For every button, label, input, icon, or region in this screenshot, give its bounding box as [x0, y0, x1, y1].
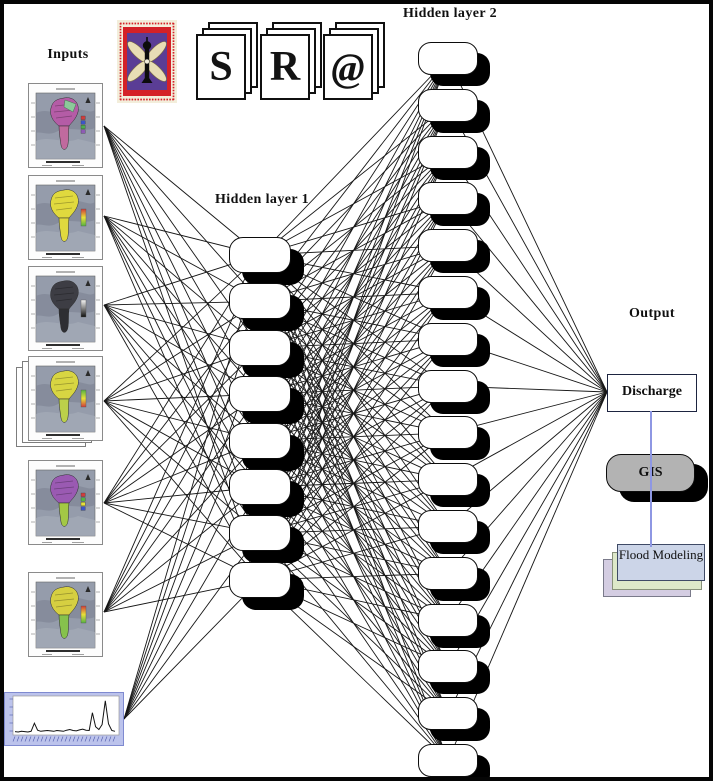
- layer1-node: [229, 561, 291, 598]
- input-map-6: [28, 572, 103, 657]
- layer2-node: [418, 42, 478, 75]
- layer2-node: [418, 229, 478, 263]
- card-letter: @: [331, 44, 365, 90]
- hydrograph-thumbnail: [4, 692, 124, 746]
- layer2-node: [418, 556, 478, 590]
- letter-card-stack: @: [323, 22, 387, 102]
- card-front: S: [196, 34, 246, 100]
- card-letter: S: [209, 44, 233, 90]
- layer2-node: [418, 182, 478, 216]
- layer1-node: [229, 376, 291, 413]
- discharge-box: Discharge: [607, 374, 697, 412]
- input-map-2: [28, 175, 103, 260]
- input-map-thumbnail: [16, 356, 106, 448]
- input-map-1: [28, 83, 103, 168]
- input-map-4: [28, 356, 103, 441]
- output-connector-line: [650, 411, 652, 547]
- layer2-node: [418, 463, 478, 497]
- hidden-layer-2-label: Hidden layer 2: [402, 6, 498, 21]
- inputs-label: Inputs: [47, 47, 89, 62]
- layer1-node: [229, 422, 291, 459]
- university-stamp-icon: [117, 20, 177, 103]
- output-label: Output: [629, 306, 675, 321]
- input-map-5: [28, 460, 103, 545]
- layer1-node: [229, 283, 291, 320]
- card-front: @: [323, 34, 373, 100]
- layer2-node: [418, 416, 478, 450]
- layer2-node: [418, 322, 478, 356]
- layer2-node: [418, 650, 478, 684]
- map-page-front: [28, 356, 103, 446]
- layer2-node: [418, 369, 478, 403]
- input-map-thumbnail: [28, 83, 103, 168]
- layer2-node: [418, 697, 478, 731]
- letter-card-stack: R: [260, 22, 324, 102]
- layer1-node: [229, 469, 291, 505]
- input-map-3: [28, 266, 103, 351]
- card-letter: R: [269, 44, 301, 90]
- layer2-node: [418, 603, 478, 637]
- input-map-thumbnail: [28, 266, 103, 351]
- layer1-node: [229, 237, 291, 273]
- layer2-node: [418, 510, 478, 543]
- layer1-node: [229, 515, 291, 552]
- layer1-node: [229, 329, 291, 366]
- layer2-node: [418, 276, 478, 309]
- layer2-node: [418, 135, 478, 169]
- hidden-layer-1-label: Hidden layer 1: [214, 192, 310, 207]
- flood-modeling-box: Flood Modeling: [617, 544, 705, 581]
- input-map-thumbnail: [28, 175, 103, 260]
- input-map-thumbnail: [28, 460, 103, 545]
- layer2-node: [418, 744, 478, 777]
- input-map-thumbnail: [28, 572, 103, 657]
- layer2-node: [418, 88, 478, 122]
- card-front: R: [260, 34, 310, 100]
- letter-card-stack: S: [196, 22, 260, 102]
